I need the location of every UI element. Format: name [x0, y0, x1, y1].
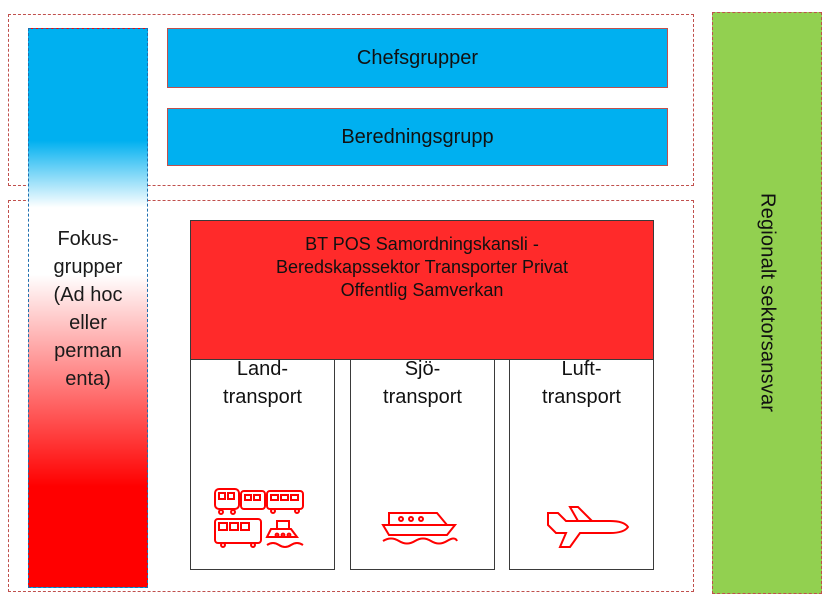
chefsgrupper-label: Chefsgrupper — [356, 46, 479, 69]
beredningsgrupp-box: Beredningsgrupp — [167, 108, 668, 166]
sea-transport-box: Sjö- transport — [350, 342, 495, 570]
samordning-line-1: BT POS Samordningskansli - — [305, 234, 539, 254]
bus-train-icon — [214, 488, 304, 548]
regional-sector-label-wrap: Regionalt sektorsansvar — [712, 12, 822, 594]
top-group-frame — [8, 14, 694, 186]
samordningskansli-box: BT POS Samordningskansli - Beredskapssek… — [190, 220, 654, 360]
land-transport-box: Land- transport — [190, 342, 335, 570]
samordning-line-3: Offentlig Samverkan — [340, 280, 504, 300]
regional-sector-bar — [712, 12, 822, 594]
ship-icon — [381, 512, 458, 545]
bottom-group-frame — [8, 200, 694, 592]
chefsgrupper-box: Chefsgrupper — [167, 28, 668, 88]
regional-sector-label: Regionalt sektorsansvar — [756, 193, 779, 413]
beredningsgrupp-label: Beredningsgrupp — [341, 125, 494, 148]
samordning-line-2: Beredskapssektor Transporter Privat — [275, 257, 569, 277]
focus-groups-label: Fokus- grupper (Ad hoc eller perman enta… — [53, 228, 123, 390]
focus-groups-bar: Fokus- grupper (Ad hoc eller perman enta… — [28, 28, 148, 588]
air-transport-box: Luft- transport — [509, 342, 654, 570]
airplane-icon — [547, 506, 630, 548]
